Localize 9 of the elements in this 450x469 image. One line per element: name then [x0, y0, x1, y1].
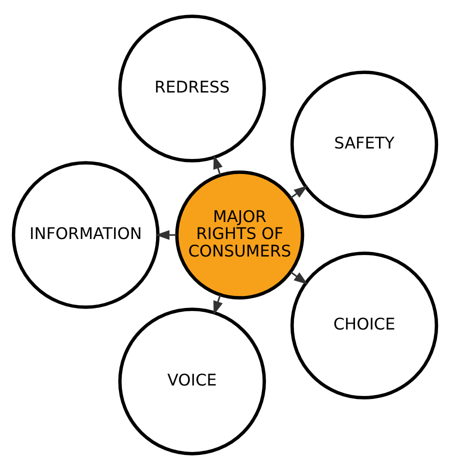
node-circle: REDRESS — [118, 14, 266, 162]
node-circle: VOICE — [118, 307, 266, 455]
arrow — [290, 185, 308, 198]
arrow — [156, 230, 177, 240]
arrow — [213, 294, 223, 315]
arrow — [213, 154, 223, 175]
node-circle: MAJOR RIGHTS OF CONSUMERS — [175, 170, 304, 299]
arrow — [290, 270, 308, 284]
node-circle: INFORMATION — [12, 160, 160, 308]
